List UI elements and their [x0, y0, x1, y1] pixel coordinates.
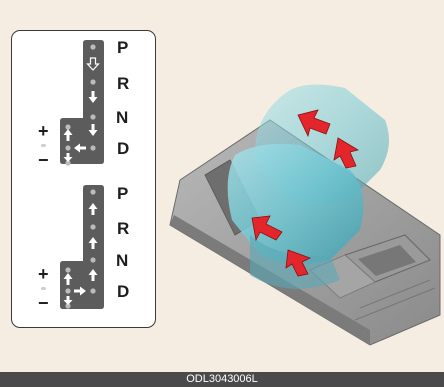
gear-lever-illustration: [160, 60, 444, 350]
gate-hole-r: [90, 224, 95, 229]
gear-label-n: N: [116, 108, 128, 128]
minus-label: −: [38, 150, 49, 171]
gate-hole-manual: [65, 145, 70, 150]
figure-caption-bar: ODL3043006L: [0, 372, 444, 387]
gear-label-p: P: [117, 184, 128, 204]
gear-label-d: D: [117, 282, 129, 302]
gear-label-d: D: [117, 139, 129, 159]
gate-hole-p: [90, 44, 95, 49]
gate-hole-n: [90, 114, 95, 119]
gate-hole-plus: [65, 267, 70, 272]
gate-hole-r: [90, 79, 95, 84]
gear-label-r: R: [117, 74, 129, 94]
plus-label: +: [38, 264, 49, 285]
figure-code: ODL3043006L: [0, 372, 444, 387]
plus-label: +: [38, 121, 49, 142]
gate-hole-manual: [65, 288, 70, 293]
lower-shift-gate: [12, 179, 154, 329]
upper-shift-gate: [12, 31, 154, 181]
gate-hole-plus: [65, 124, 70, 129]
gate-hole-n: [90, 257, 95, 262]
shift-pattern-panel: P R N D + − P R N D + −: [11, 30, 156, 328]
gate-hole-d: [90, 145, 95, 150]
neutral-dot-icon: [41, 144, 46, 147]
gear-label-n: N: [116, 251, 128, 271]
minus-label: −: [38, 293, 49, 314]
gate-hole-p: [90, 189, 95, 194]
gate-hole-d: [90, 288, 95, 293]
gear-label-p: P: [117, 38, 128, 58]
neutral-dot-icon: [41, 287, 46, 290]
gear-label-r: R: [117, 219, 129, 239]
